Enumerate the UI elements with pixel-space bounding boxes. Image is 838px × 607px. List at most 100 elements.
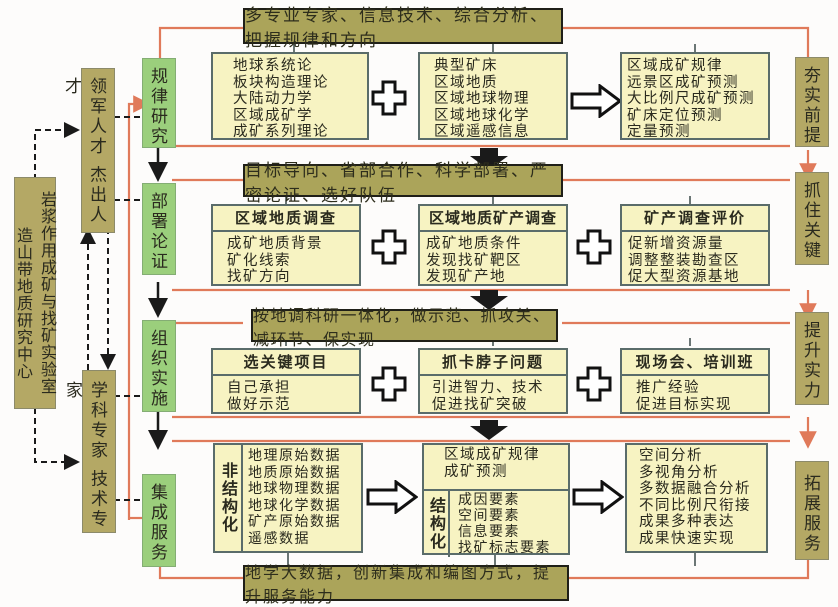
plus-icon [371,229,407,265]
research-center-box: 造山带地质研究中心 岩浆作用成矿与找矿实验室 [14,177,57,409]
list-item: 成矿预测 [444,464,508,480]
list-item: 地理原始数据 [248,448,341,464]
row3-box1: 选关键项目 自己承担 做好示范 [211,348,361,414]
right-arrow-icon [572,480,624,514]
box-title: 区域地质矿产调查 [420,206,566,232]
list-item: 遥感数据 [248,530,310,547]
list-item: 定量预测 [627,124,691,140]
list-item: 成因要素 [458,492,520,508]
plus-icon [371,366,407,402]
list-item: 大比例尺成矿预测 [627,91,755,107]
list-item: 成矿地质背景 [227,236,323,252]
unstructured-label: 非结构化 [215,445,243,551]
stage-label: 集成服务 [147,483,167,563]
goal-label: 夯实前提 [800,66,820,146]
list-item: 远景区成矿预测 [627,74,739,91]
talent-leaders-box: 领军人才 杰出人才 [61,68,115,233]
goal-key: 抓住关键 [795,172,829,265]
research-center-col1: 造山带地质研究中心 [14,226,33,380]
row4-analysis-box: 空间分析 多视角分析 多数据融合分析 不同比例尺衔接 成果多种表达 成果快速实现 [625,443,768,553]
research-center-col2: 岩浆作用成矿与找矿实验室 [38,191,57,395]
stage-implementation: 组织实施 [142,320,176,412]
list-item: 促进找矿突破 [432,396,528,413]
goal-foundation: 夯实前提 [795,57,829,147]
list-item: 不同比例尺衔接 [639,497,751,514]
list-item: 地球物理数据 [248,481,341,497]
list-item: 推广经验 [636,380,700,396]
list-item: 区域成矿学 [233,107,313,124]
row4-banner: 地学大数据，创新集成和编图方式，提升服务能力 [243,563,569,606]
row1-prediction-box: 区域成矿规律 远景区成矿预测 大比例尺成矿预测 矿床定位预测 定量预测 [620,52,770,140]
goal-label: 抓住关键 [800,181,820,261]
row1-theory-box: 地球系统论 板块构造理论 大陆动力学 区域成矿学 成矿系列理论 [211,52,369,140]
list-item: 信息要素 [458,524,520,540]
list-item: 找矿方向 [227,269,291,285]
list-item: 发现找矿靶区 [426,252,522,269]
row4-structured-box: 区域成矿规律 成矿预测 结构化 成因要素 空间要素 信息要素 找矿标志要素 [422,443,570,557]
talent-experts-box: 学科专家 技术专家 [62,370,116,533]
row2-box2: 区域地质矿产调查 成矿地质条件 发现找矿靶区 发现矿产地 [418,204,568,286]
goal-service: 拓展服务 [795,461,829,560]
row2-box3: 矿产调查评价 促新增资源量 调整整装勘查区 促大型资源基地 [620,204,770,286]
list-item: 空间分析 [639,448,703,464]
list-item: 矿化线索 [227,252,291,269]
stage-deployment: 部署论证 [142,183,176,275]
goal-strength: 提升实力 [795,312,829,405]
down-arrow [470,148,508,170]
row3-box3: 现场会、培训班 推广经验 促进目标实现 [620,348,770,414]
box-title: 现场会、培训班 [622,350,768,376]
list-item: 区域地球物理 [434,91,530,107]
list-item: 多视角分析 [639,464,719,481]
list-item: 成果多种表达 [639,514,735,530]
list-item: 发现矿产地 [426,269,506,285]
list-item: 典型矿床 [434,58,498,74]
list-item: 矿床定位预测 [627,107,723,124]
list-item: 区域成矿规律 [627,58,723,74]
right-arrow-icon [570,84,622,118]
list-item: 调整整装勘查区 [628,252,740,269]
talent-experts-label: 学科专家 技术专家 [62,381,107,530]
stage-label: 部署论证 [147,192,167,272]
list-item: 成矿地质条件 [426,236,522,252]
right-arrow-icon [366,480,418,514]
goal-label: 提升实力 [800,321,820,401]
box-title: 区域地质调查 [213,206,359,232]
stage-label: 规律研究 [147,67,167,147]
box-title: 选关键项目 [213,350,359,376]
box-title: 矿产调查评价 [622,206,768,232]
plus-icon [576,229,612,265]
list-item: 成果快速实现 [639,530,735,547]
list-item: 区域地质 [434,74,498,91]
plus-icon [576,366,612,402]
list-item: 引进智力、技术 [432,380,544,396]
talent-leaders-label: 领军人才 杰出人才 [61,77,106,226]
stage-law-research: 规律研究 [142,58,176,148]
row4-unstructured-box: 非结构化 地理原始数据 地质原始数据 地球物理数据 地球化学数据 矿产原始数据 … [213,443,363,553]
list-item: 地质原始数据 [248,464,341,481]
row1-banner: 多专业专家、信息技术、综合分析、把握规律和方向 [243,6,563,51]
list-item: 做好示范 [227,396,291,413]
list-item: 多数据融合分析 [639,481,751,497]
box-title: 抓卡脖子问题 [420,350,566,376]
list-item: 板块构造理论 [233,74,329,91]
list-item: 地球系统论 [233,58,313,74]
stage-integration: 集成服务 [142,474,176,567]
list-item: 成矿系列理论 [233,124,329,140]
row3-box2: 抓卡脖子问题 引进智力、技术 促进找矿突破 [418,348,568,414]
list-item: 促大型资源基地 [628,269,740,285]
list-item: 促进目标实现 [636,396,732,413]
row2-box1: 区域地质调查 成矿地质背景 矿化线索 找矿方向 [211,204,361,286]
goal-label: 拓展服务 [800,474,820,554]
row2-banner: 目标导向、省部合作、科学部署、严密论证、选好队伍 [243,161,563,206]
plus-icon [371,80,407,116]
list-item: 空间要素 [458,508,520,524]
row3-banner: 按地调科研一体化，做示范、抓攻关、减环节、保实现 [251,306,558,349]
list-item: 自己承担 [227,380,291,396]
list-item: 区域地球化学 [434,107,530,124]
list-item: 矿产原始数据 [248,514,341,530]
list-item: 大陆动力学 [233,91,313,107]
stage-label: 组织实施 [147,329,167,409]
list-item: 促新增资源量 [628,236,724,252]
row1-data-box: 典型矿床 区域地质 区域地球物理 区域地球化学 区域遥感信息 [418,52,568,140]
